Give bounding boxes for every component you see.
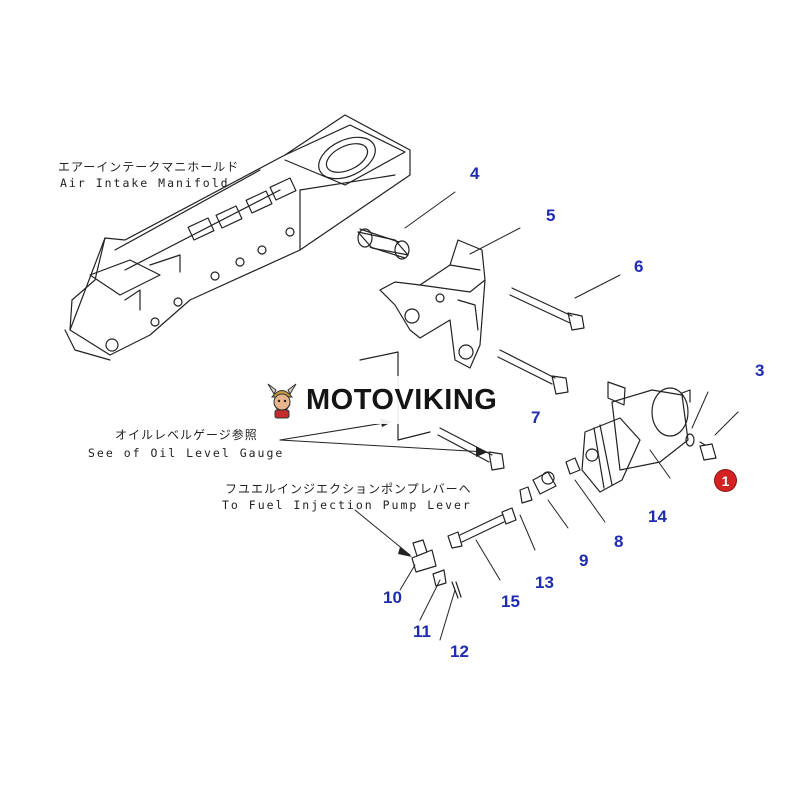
leader-lines (279, 191, 739, 641)
washer-and-bolt (685, 433, 717, 461)
callout-10: 10 (383, 588, 402, 607)
bolt-7 (437, 427, 505, 471)
callout-3: 3 (755, 361, 765, 380)
manifold-label-en: Air Intake Manifold (60, 176, 230, 190)
callout-7: 7 (531, 408, 541, 427)
clevis-assembly (411, 549, 462, 599)
fuel-pump-label-jp: フユエルインジエクションポンプレバーヘ (225, 482, 472, 496)
oil-gauge-label-en: See of Oil Level Gauge (88, 446, 285, 460)
bolt-lower (497, 349, 569, 395)
connecting-rod (412, 507, 517, 557)
callout-11: 11 (413, 622, 431, 641)
viking-mascot-icon (267, 383, 297, 419)
fuel-pump-label-en: To Fuel Injection Pump Lever (222, 498, 472, 512)
callout-13: 13 (535, 573, 554, 592)
brand-watermark: MOTOVIKING (262, 376, 530, 424)
spacer-sleeve (357, 228, 410, 260)
air-intake-manifold (64, 114, 411, 361)
callout-6: 6 (634, 257, 644, 276)
callout-4: 4 (470, 164, 480, 183)
solenoid (581, 381, 691, 493)
highlight-badge: 1 (715, 470, 736, 491)
callout-14: 14 (648, 507, 667, 526)
oil-gauge-label-jp: オイルレベルゲージ参照 (115, 428, 258, 442)
brand-name: MOTOVIKING (306, 383, 498, 416)
callout-12: 12 (450, 642, 469, 661)
rod-end (519, 457, 581, 504)
callout-8: 8 (614, 532, 624, 551)
manifold-label-jp: エアーインテークマニホールド (58, 160, 240, 174)
bolt-upper (509, 287, 585, 331)
bracket (379, 239, 486, 369)
callout-9: 9 (579, 551, 589, 570)
callout-5: 5 (546, 206, 556, 225)
callout-15: 15 (501, 592, 520, 611)
